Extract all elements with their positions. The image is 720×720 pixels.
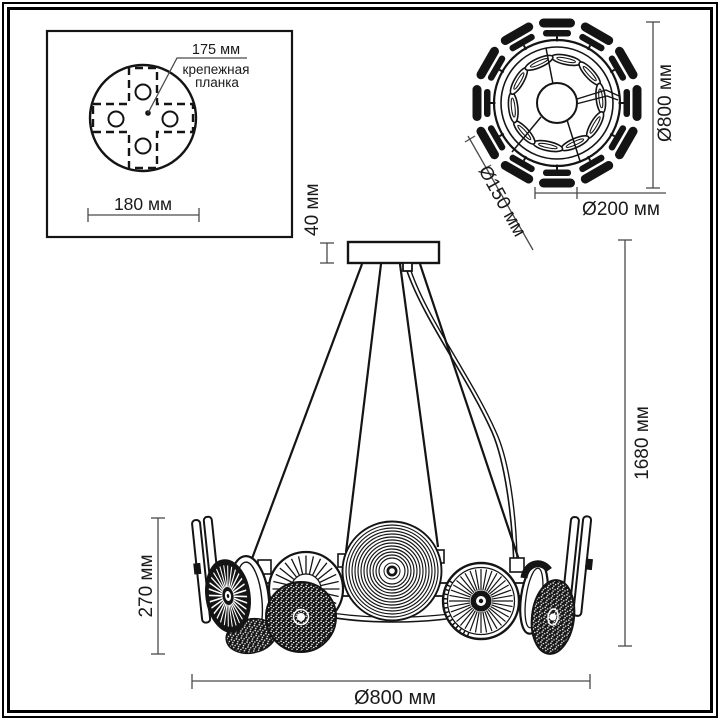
ceiling-canopy [346, 240, 441, 265]
disc-speckled-right [530, 579, 576, 655]
top-view-hub [536, 82, 578, 124]
disc-speckled-left [265, 581, 337, 653]
hub-diameter-label: Ø200 мм [582, 199, 660, 220]
dim-shade-diameter: Ø150 мм [464, 135, 534, 251]
mounting-hole-bottom [134, 137, 152, 155]
body-height-label: 270 мм [136, 554, 157, 617]
leader-line [147, 57, 247, 114]
disc-sunflower [441, 561, 521, 641]
top-view: Ø800 мм Ø200 мм Ø150 мм [464, 18, 676, 251]
dim-plate-width: 180 мм [87, 194, 200, 222]
suspension-rods [248, 263, 523, 567]
dim-body-diameter: Ø800 мм [191, 674, 591, 709]
cable-gland [402, 262, 413, 272]
disc-starburst [205, 559, 251, 633]
inner-frame [7, 7, 713, 713]
dim-canopy-height: 40 мм [302, 183, 334, 264]
pitch-label: 175 мм [192, 42, 240, 58]
plate-width-label: 180 мм [114, 194, 172, 214]
dim-overall-height: 1680 мм [618, 239, 653, 647]
plate-label-line2: планка [195, 75, 239, 90]
bracket-dark [520, 560, 552, 579]
top-view-spokes [511, 47, 620, 162]
dim-body-height: 270 мм [136, 517, 165, 655]
overall-height-label: 1680 мм [632, 406, 653, 480]
mounting-hole-right [161, 110, 179, 128]
canopy-height-label: 40 мм [302, 183, 323, 236]
mounting-bracket-dashed-cross [91, 66, 195, 170]
top-overall-diameter-label: Ø800 мм [655, 64, 676, 142]
power-cable [406, 270, 515, 567]
mounting-hole-top [134, 83, 152, 101]
plate-label-line1: крепежная [183, 62, 250, 77]
mounting-hole-left [107, 110, 125, 128]
mounting-plate-inset: 175 мм крепежная планка 180 мм [45, 29, 294, 239]
top-view-shades [472, 18, 642, 188]
disc-concentric [341, 520, 443, 622]
body-diameter-label: Ø800 мм [354, 687, 436, 709]
side-view: 40 мм 1680 мм 270 мм Ø800 мм [136, 183, 653, 709]
dim-top-overall-diameter: Ø800 мм [646, 21, 676, 189]
top-view-inner-discs [507, 53, 607, 153]
dim-hub-diameter: Ø200 мм [534, 187, 666, 220]
